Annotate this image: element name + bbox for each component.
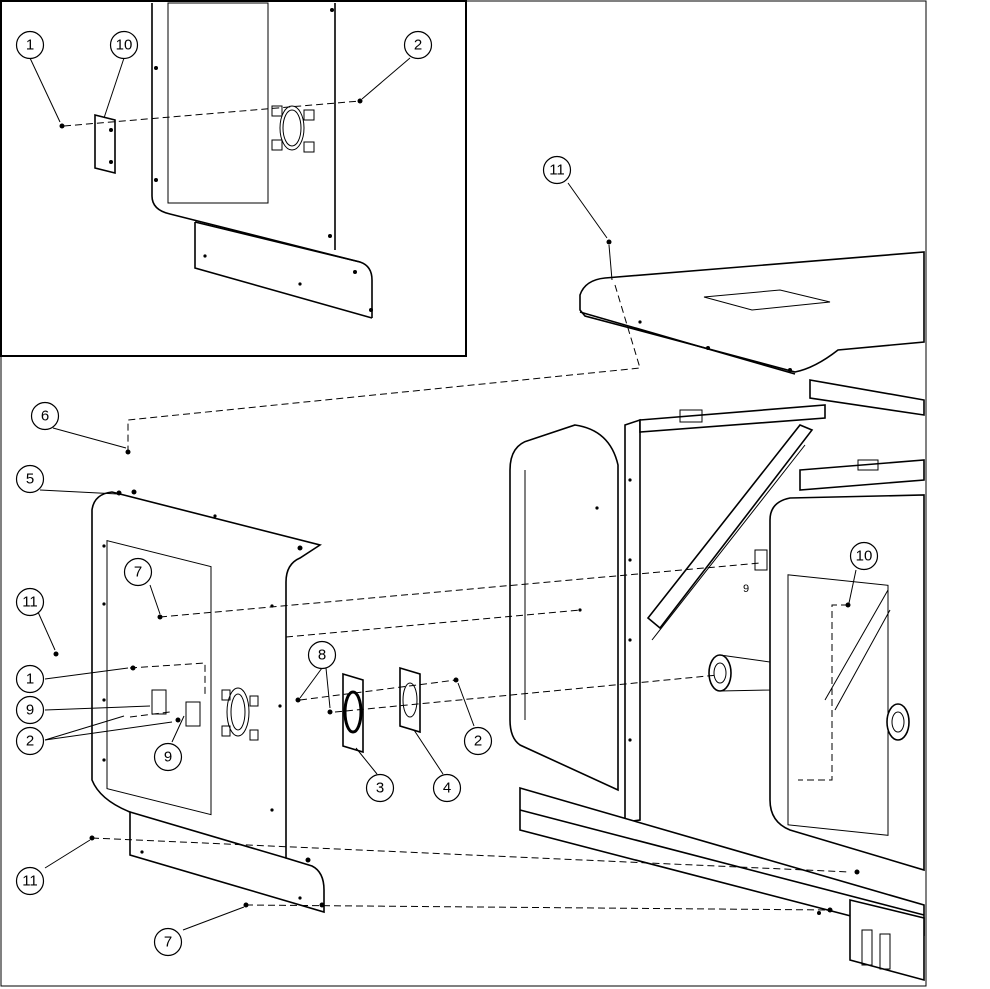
enclosure-frame (509, 379, 925, 982)
svg-text:2: 2 (414, 37, 422, 54)
callout-11-left: 11 (15, 587, 45, 617)
inset-plate (94, 113, 116, 175)
callout-7-upper: 7 (123, 557, 153, 587)
callout-top-11: 11 (542, 155, 572, 185)
svg-text:11: 11 (22, 873, 38, 890)
callout-6: 6 (30, 401, 60, 431)
frame-label-9: 9 (743, 583, 749, 595)
callout-11-bottom: 11 (15, 866, 45, 896)
svg-text:5: 5 (26, 471, 34, 488)
detail-inset (0, 0, 467, 357)
callout-2-right: 2 (463, 726, 493, 756)
svg-text:9: 9 (164, 749, 172, 766)
front-panel (91, 449, 325, 914)
svg-text:1: 1 (26, 37, 34, 54)
gasket-plate-3 (342, 672, 364, 754)
callout-9-lower: 9 (153, 742, 183, 772)
svg-text:9: 9 (26, 702, 34, 719)
svg-text:6: 6 (41, 408, 49, 425)
callout-inset-2: 2 (403, 30, 433, 60)
assembly-lines (53, 562, 851, 911)
callout-inset-10: 10 (109, 30, 139, 60)
callout-10-right: 10 (849, 541, 879, 571)
leader-lines (37, 182, 857, 931)
svg-text:11: 11 (549, 162, 565, 179)
callout-inset-1: 1 (15, 30, 45, 60)
svg-text:11: 11 (22, 594, 38, 611)
callout-4: 4 (432, 773, 462, 803)
svg-text:10: 10 (856, 548, 873, 565)
callout-8: 8 (307, 640, 337, 670)
callout-1-left: 1 (15, 664, 45, 694)
svg-text:2: 2 (474, 733, 482, 750)
svg-text:7: 7 (134, 564, 142, 581)
callout-9-left: 9 (15, 695, 45, 725)
top-cover (579, 239, 925, 375)
callout-3: 3 (365, 773, 395, 803)
inset-panel (151, 2, 373, 319)
callout-2-left: 2 (15, 726, 45, 756)
svg-text:1: 1 (26, 671, 34, 688)
callout-7-bottom: 7 (153, 927, 183, 957)
svg-text:4: 4 (443, 780, 451, 797)
svg-text:2: 2 (26, 733, 34, 750)
plate-4 (399, 666, 421, 734)
callout-5: 5 (15, 464, 45, 494)
svg-text:3: 3 (376, 780, 384, 797)
svg-text:7: 7 (164, 934, 172, 951)
svg-text:10: 10 (116, 37, 133, 54)
svg-text:8: 8 (318, 647, 326, 664)
